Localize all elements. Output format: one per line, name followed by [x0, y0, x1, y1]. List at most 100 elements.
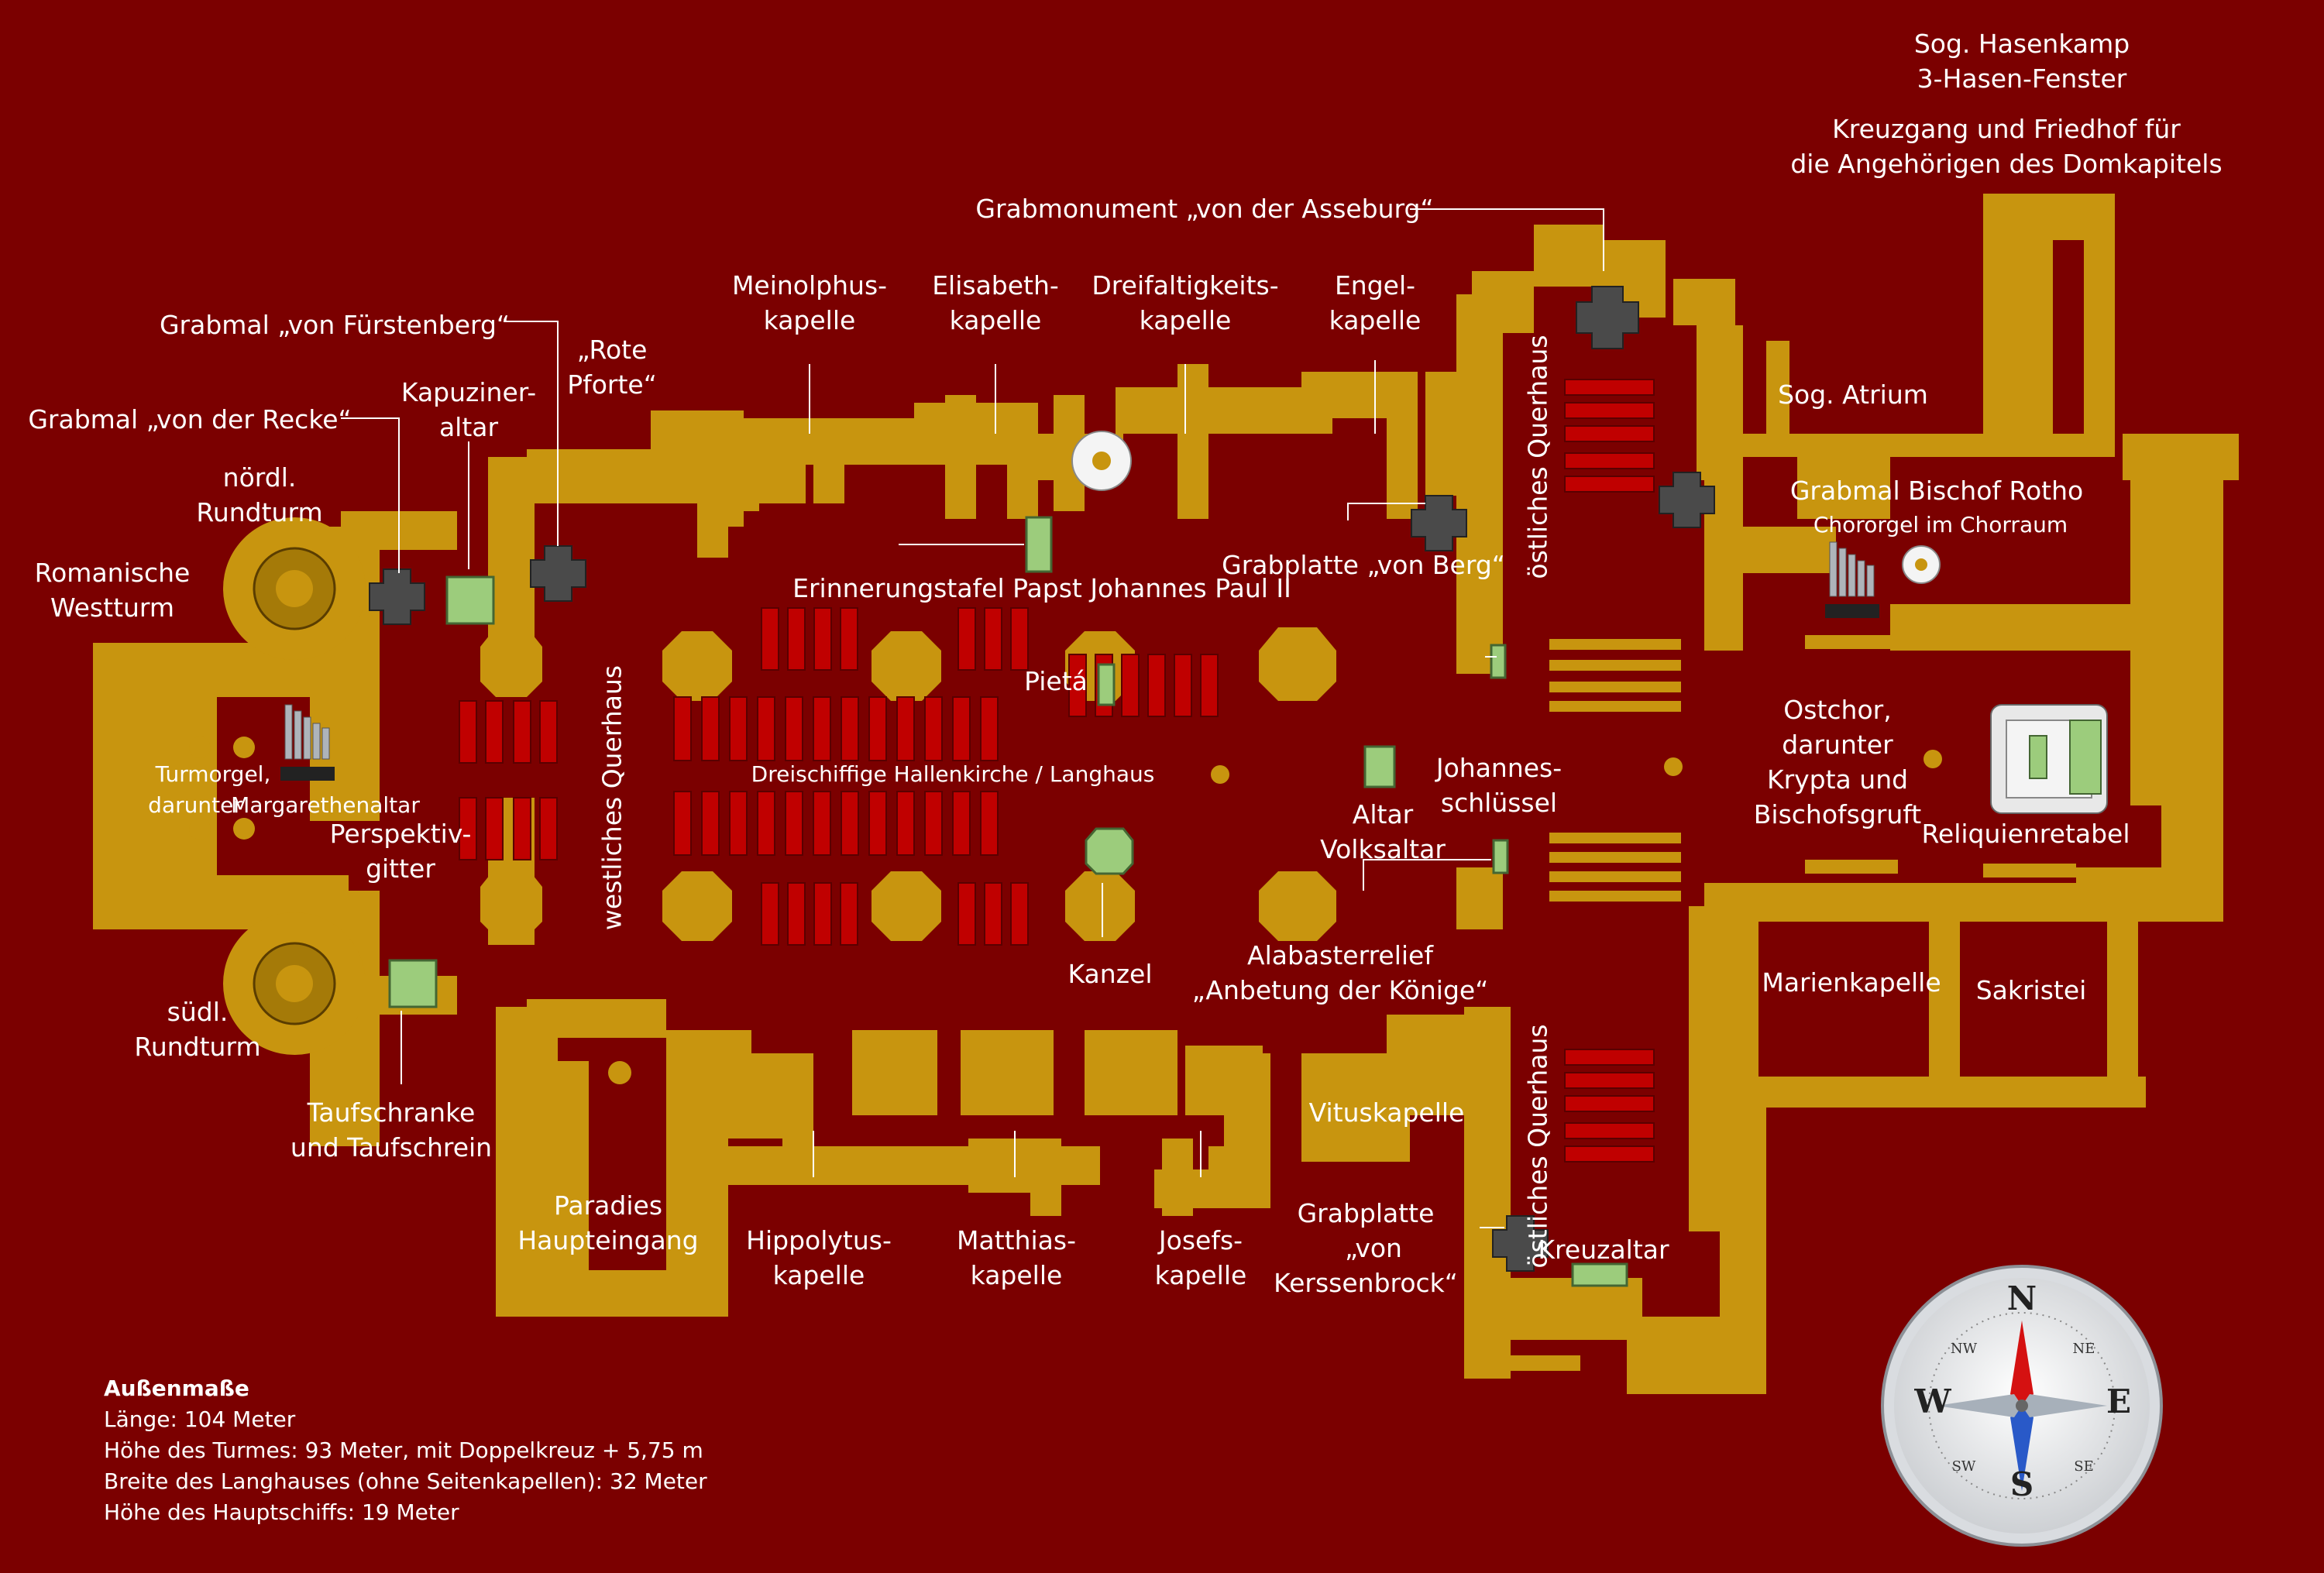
label-kreuzaltar: Kreuzaltar: [1538, 1235, 1669, 1265]
compass-sw: SW: [1951, 1458, 1976, 1475]
label-altar-line1: Altar: [1352, 799, 1414, 829]
grave-markers: [369, 286, 1715, 1272]
label-asseburg: Grabmonument „von der Asseburg“: [975, 194, 1434, 224]
pew: [673, 696, 692, 761]
label-kreuzgang-line2: die Angehörigen des Domkapitels: [1790, 149, 2223, 179]
label-ostchor-line1: Ostchor,: [1783, 695, 1892, 725]
pew: [785, 791, 803, 856]
label-hasenkamp: Sog. Hasenkamp: [1913, 29, 2130, 59]
label-engel-line1: Engel-: [1334, 270, 1416, 301]
label-turmorgel-line1: Turmorgel,: [155, 761, 271, 787]
pew: [729, 696, 748, 761]
label-matthias-line2: kapelle: [970, 1260, 1063, 1290]
label-meinolphus-line2: kapelle: [763, 305, 856, 335]
round-towers: [253, 547, 336, 1025]
label-chororgel: Chororgel im Chorraum: [1813, 512, 2068, 537]
label-kerssenbrock-line1: Grabplatte: [1297, 1198, 1435, 1228]
pew: [924, 791, 943, 856]
pointer-lines: [341, 208, 1604, 1228]
label-east-transept-south: östliches Querhaus: [1522, 1024, 1553, 1269]
label-rote-pforte-line1: „Rote: [576, 335, 648, 365]
label-altar-line2: Volksaltar: [1320, 834, 1446, 864]
label-ostchor-line2: darunter: [1782, 730, 1893, 760]
pew: [729, 791, 748, 856]
label-noerdl-line1: nördl.: [222, 462, 297, 493]
pew: [757, 791, 775, 856]
pew: [868, 696, 887, 761]
label-alabaster-line2: „Anbetung der Könige“: [1191, 975, 1489, 1005]
label-atrium: Sog. Atrium: [1778, 380, 1928, 410]
label-johannes-line2: schlüssel: [1440, 788, 1558, 818]
pew: [673, 791, 692, 856]
compass-ne: NE: [2072, 1341, 2095, 1357]
label-taufschranke-line1: Taufschranke: [307, 1097, 476, 1128]
label-matthias-line1: Matthias-: [957, 1225, 1076, 1255]
pew: [980, 791, 999, 856]
compass-rose: [1881, 1265, 2163, 1547]
pew: [701, 791, 720, 856]
label-meinolphus-line1: Meinolphus-: [731, 270, 888, 301]
compass-s: S: [2009, 1465, 2034, 1503]
pew: [896, 791, 915, 856]
label-reliquienretabel: Reliquienretabel: [1921, 819, 2130, 849]
pew: [701, 696, 720, 761]
label-alabaster-line1: Alabasterrelief: [1247, 940, 1433, 970]
label-kanzel: Kanzel: [1067, 959, 1153, 989]
label-engel-line2: kapelle: [1329, 305, 1422, 335]
pew: [868, 791, 887, 856]
label-elisabeth-line1: Elisabeth-: [932, 270, 1059, 301]
label-perspektiv-line2: gitter: [366, 853, 435, 884]
info-laenge: Länge: 104 Meter: [104, 1406, 296, 1432]
label-kerssenbrock-line2: „von: [1345, 1233, 1402, 1263]
label-westturm-line1: Romanische: [34, 558, 191, 588]
label-recke: Grabmal „von der Recke“: [28, 404, 352, 434]
label-josefs-line1: Josefs-: [1158, 1225, 1243, 1255]
label-margarethenaltar: Margarethenaltar: [231, 792, 420, 818]
label-turmorgel-line2: darunter: [148, 792, 242, 818]
altars: [388, 516, 1628, 1287]
label-pieta: Pietá: [1024, 666, 1088, 696]
pew: [813, 791, 831, 856]
dimensions-info: Außenmaße Länge: 104 Meter Höhe des Turm…: [104, 1373, 707, 1528]
rosettes: [1071, 431, 1941, 584]
label-vituskapelle: Vituskapelle: [1308, 1097, 1465, 1128]
label-dreifaltigkeit-line2: kapelle: [1139, 305, 1232, 335]
compass-nw: NW: [1950, 1341, 1978, 1357]
pew: [841, 791, 859, 856]
choir-stalls: [1549, 635, 2076, 902]
label-noerdl-line2: Rundturm: [196, 497, 323, 527]
pew: [980, 696, 999, 761]
label-elisabeth-line2: kapelle: [949, 305, 1042, 335]
label-west-transept: westliches Querhaus: [596, 665, 627, 931]
label-ostchor-line3: Krypta und: [1766, 764, 1909, 795]
label-perspektiv-line1: Perspektiv-: [329, 819, 472, 849]
info-turm: Höhe des Turmes: 93 Meter, mit Doppelkre…: [104, 1437, 703, 1463]
pew: [841, 696, 859, 761]
label-ostchor-line4: Bischofsgruft: [1753, 799, 1922, 829]
label-hallenkirche: Dreischiffige Hallenkirche / Langhaus: [751, 761, 1155, 787]
compass-e: E: [2106, 1382, 2132, 1420]
label-hippolytus-line1: Hippolytus-: [746, 1225, 892, 1255]
label-taufschranke-line2: und Taufschrein: [290, 1132, 493, 1163]
info-breite: Breite des Langhauses (ohne Seitenkapell…: [104, 1468, 707, 1494]
label-kapuziner-line1: Kapuziner-: [401, 377, 537, 407]
label-fuerstenberg: Grabmal „von Fürstenberg“: [159, 310, 511, 340]
compass-w: W: [1914, 1382, 1951, 1420]
label-kerssenbrock-line3: Kerssenbrock“: [1274, 1268, 1458, 1298]
label-westturm-line2: Westturm: [50, 592, 175, 623]
label-marienkapelle: Marienkapelle: [1762, 967, 1941, 998]
label-erinnerung: Erinnerungstafel Papst Johannes Paul II: [792, 573, 1291, 603]
pews: [459, 379, 1655, 1163]
organ-pipes: [280, 541, 1879, 781]
label-rote-pforte-line2: Pforte“: [567, 369, 657, 400]
label-kapuziner-line2: altar: [438, 412, 499, 442]
label-johannes-line1: Johannes-: [1435, 753, 1563, 783]
pew: [952, 696, 971, 761]
compass-se: SE: [2074, 1458, 2094, 1475]
info-heading: Außenmaße: [104, 1376, 249, 1401]
pew: [757, 696, 775, 761]
label-east-transept-north: östliches Querhaus: [1522, 335, 1553, 579]
label-josefs-line2: kapelle: [1154, 1260, 1247, 1290]
